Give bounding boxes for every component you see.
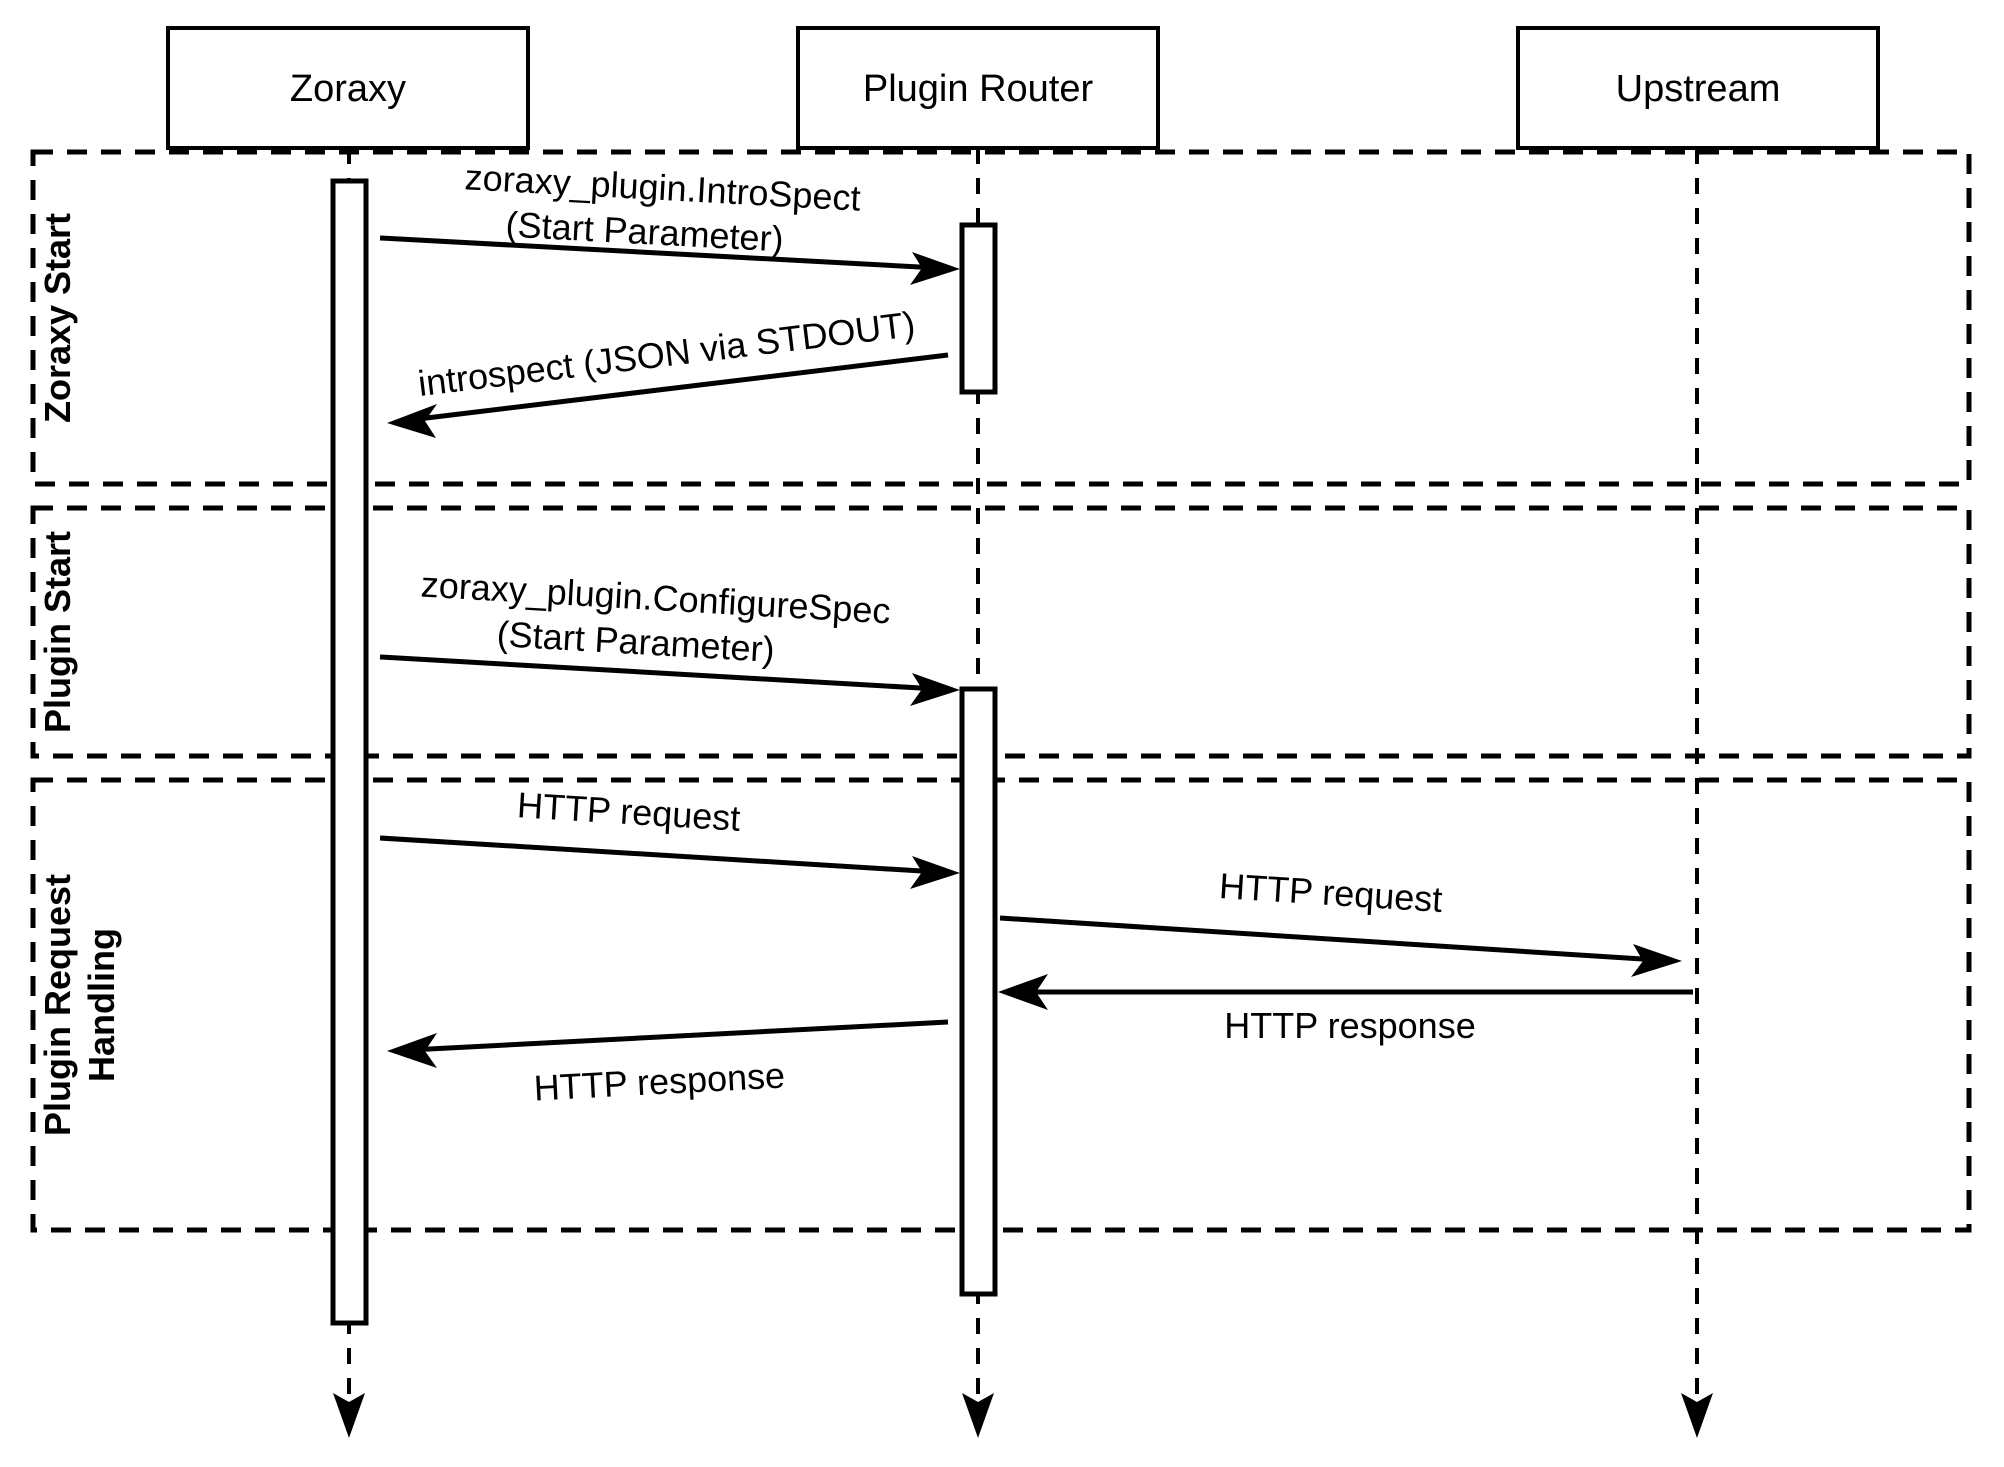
- activations-layer: [330, 178, 998, 1326]
- fragment-plugin-start: [30, 505, 1972, 759]
- message-line-http-response-plugin-to-zoraxy: [409, 1019, 949, 1053]
- message-http-response-upstream-to-plugin: HTTP response: [998, 974, 1693, 1046]
- participant-box-zoraxy[interactable]: [166, 26, 530, 150]
- message-introspect-return: introspect (JSON via STDOUT): [387, 303, 949, 438]
- fragment-label-zoraxy-start: Zoraxy Start: [37, 213, 78, 423]
- lifeline-end-arrow-upstream: [1681, 1393, 1713, 1438]
- fragment-label-plugin-start: Plugin Start: [37, 531, 78, 733]
- fragment-plugin-request-handling: [30, 777, 1972, 1233]
- arrow-head-http-response-upstream-to-plugin: [998, 974, 1048, 1010]
- activation-bar-plugin-router-introspect: [959, 222, 998, 395]
- lifeline-end-arrow-zoraxy: [333, 1393, 365, 1438]
- arrow-head-configurespec-call: [910, 673, 960, 706]
- lifeline-end-arrow-plugin-router: [962, 1393, 994, 1438]
- fragments-layer: Zoraxy Start Plugin Start Plugin Request…: [30, 149, 1972, 1233]
- participant-box-upstream[interactable]: [1516, 26, 1880, 150]
- message-label-http-response-plugin-to-zoraxy: HTTP response: [533, 1054, 786, 1108]
- message-line-http-request-plugin-to-upstream: [999, 915, 1659, 963]
- arrow-head-http-request-zoraxy-to-plugin: [910, 856, 960, 889]
- message-configurespec-call: zoraxy_plugin.ConfigureSpec (Start Param…: [379, 564, 960, 706]
- message-http-request-zoraxy-to-plugin: HTTP request: [379, 784, 960, 889]
- lifelines-layer: [333, 148, 1713, 1438]
- message-introspect-call: zoraxy_plugin.IntroSpect (Start Paramete…: [379, 156, 960, 285]
- message-label-http-request-plugin-to-upstream: HTTP request: [1218, 865, 1444, 920]
- fragment-label-plugin-request-handling-line2: Handling: [81, 928, 122, 1082]
- activation-bar-plugin-router-serving: [959, 686, 998, 1297]
- arrow-head-introspect-call: [910, 252, 960, 285]
- participant-label-upstream: Upstream: [1616, 68, 1781, 110]
- message-line-configurespec-call: [379, 654, 939, 692]
- arrow-head-http-response-plugin-to-zoraxy: [387, 1033, 437, 1068]
- message-label-http-response-upstream-to-plugin: HTTP response: [1224, 1005, 1475, 1046]
- message-http-request-plugin-to-upstream: HTTP request: [999, 865, 1682, 977]
- activation-bar-zoraxy: [330, 178, 369, 1326]
- message-line-http-request-zoraxy-to-plugin: [379, 835, 939, 875]
- arrow-head-introspect-return: [387, 404, 437, 438]
- message-line-introspect-return: [409, 352, 949, 423]
- message-http-response-plugin-to-zoraxy: HTTP response: [387, 1019, 949, 1109]
- message-label-http-request-zoraxy-to-plugin: HTTP request: [516, 784, 742, 839]
- participant-label-plugin-router: Plugin Router: [863, 68, 1094, 110]
- participant-box-plugin-router[interactable]: [796, 26, 1160, 150]
- arrow-head-http-request-plugin-to-upstream: [1631, 944, 1682, 977]
- fragment-zoraxy-start: [30, 149, 1972, 487]
- participant-label-zoraxy: Zoraxy: [290, 68, 406, 110]
- participants-layer: Zoraxy Plugin Router Upstream: [166, 26, 1880, 150]
- fragment-label-plugin-request-handling-line1: Plugin Request: [37, 874, 78, 1136]
- message-line-introspect-call: [379, 235, 939, 271]
